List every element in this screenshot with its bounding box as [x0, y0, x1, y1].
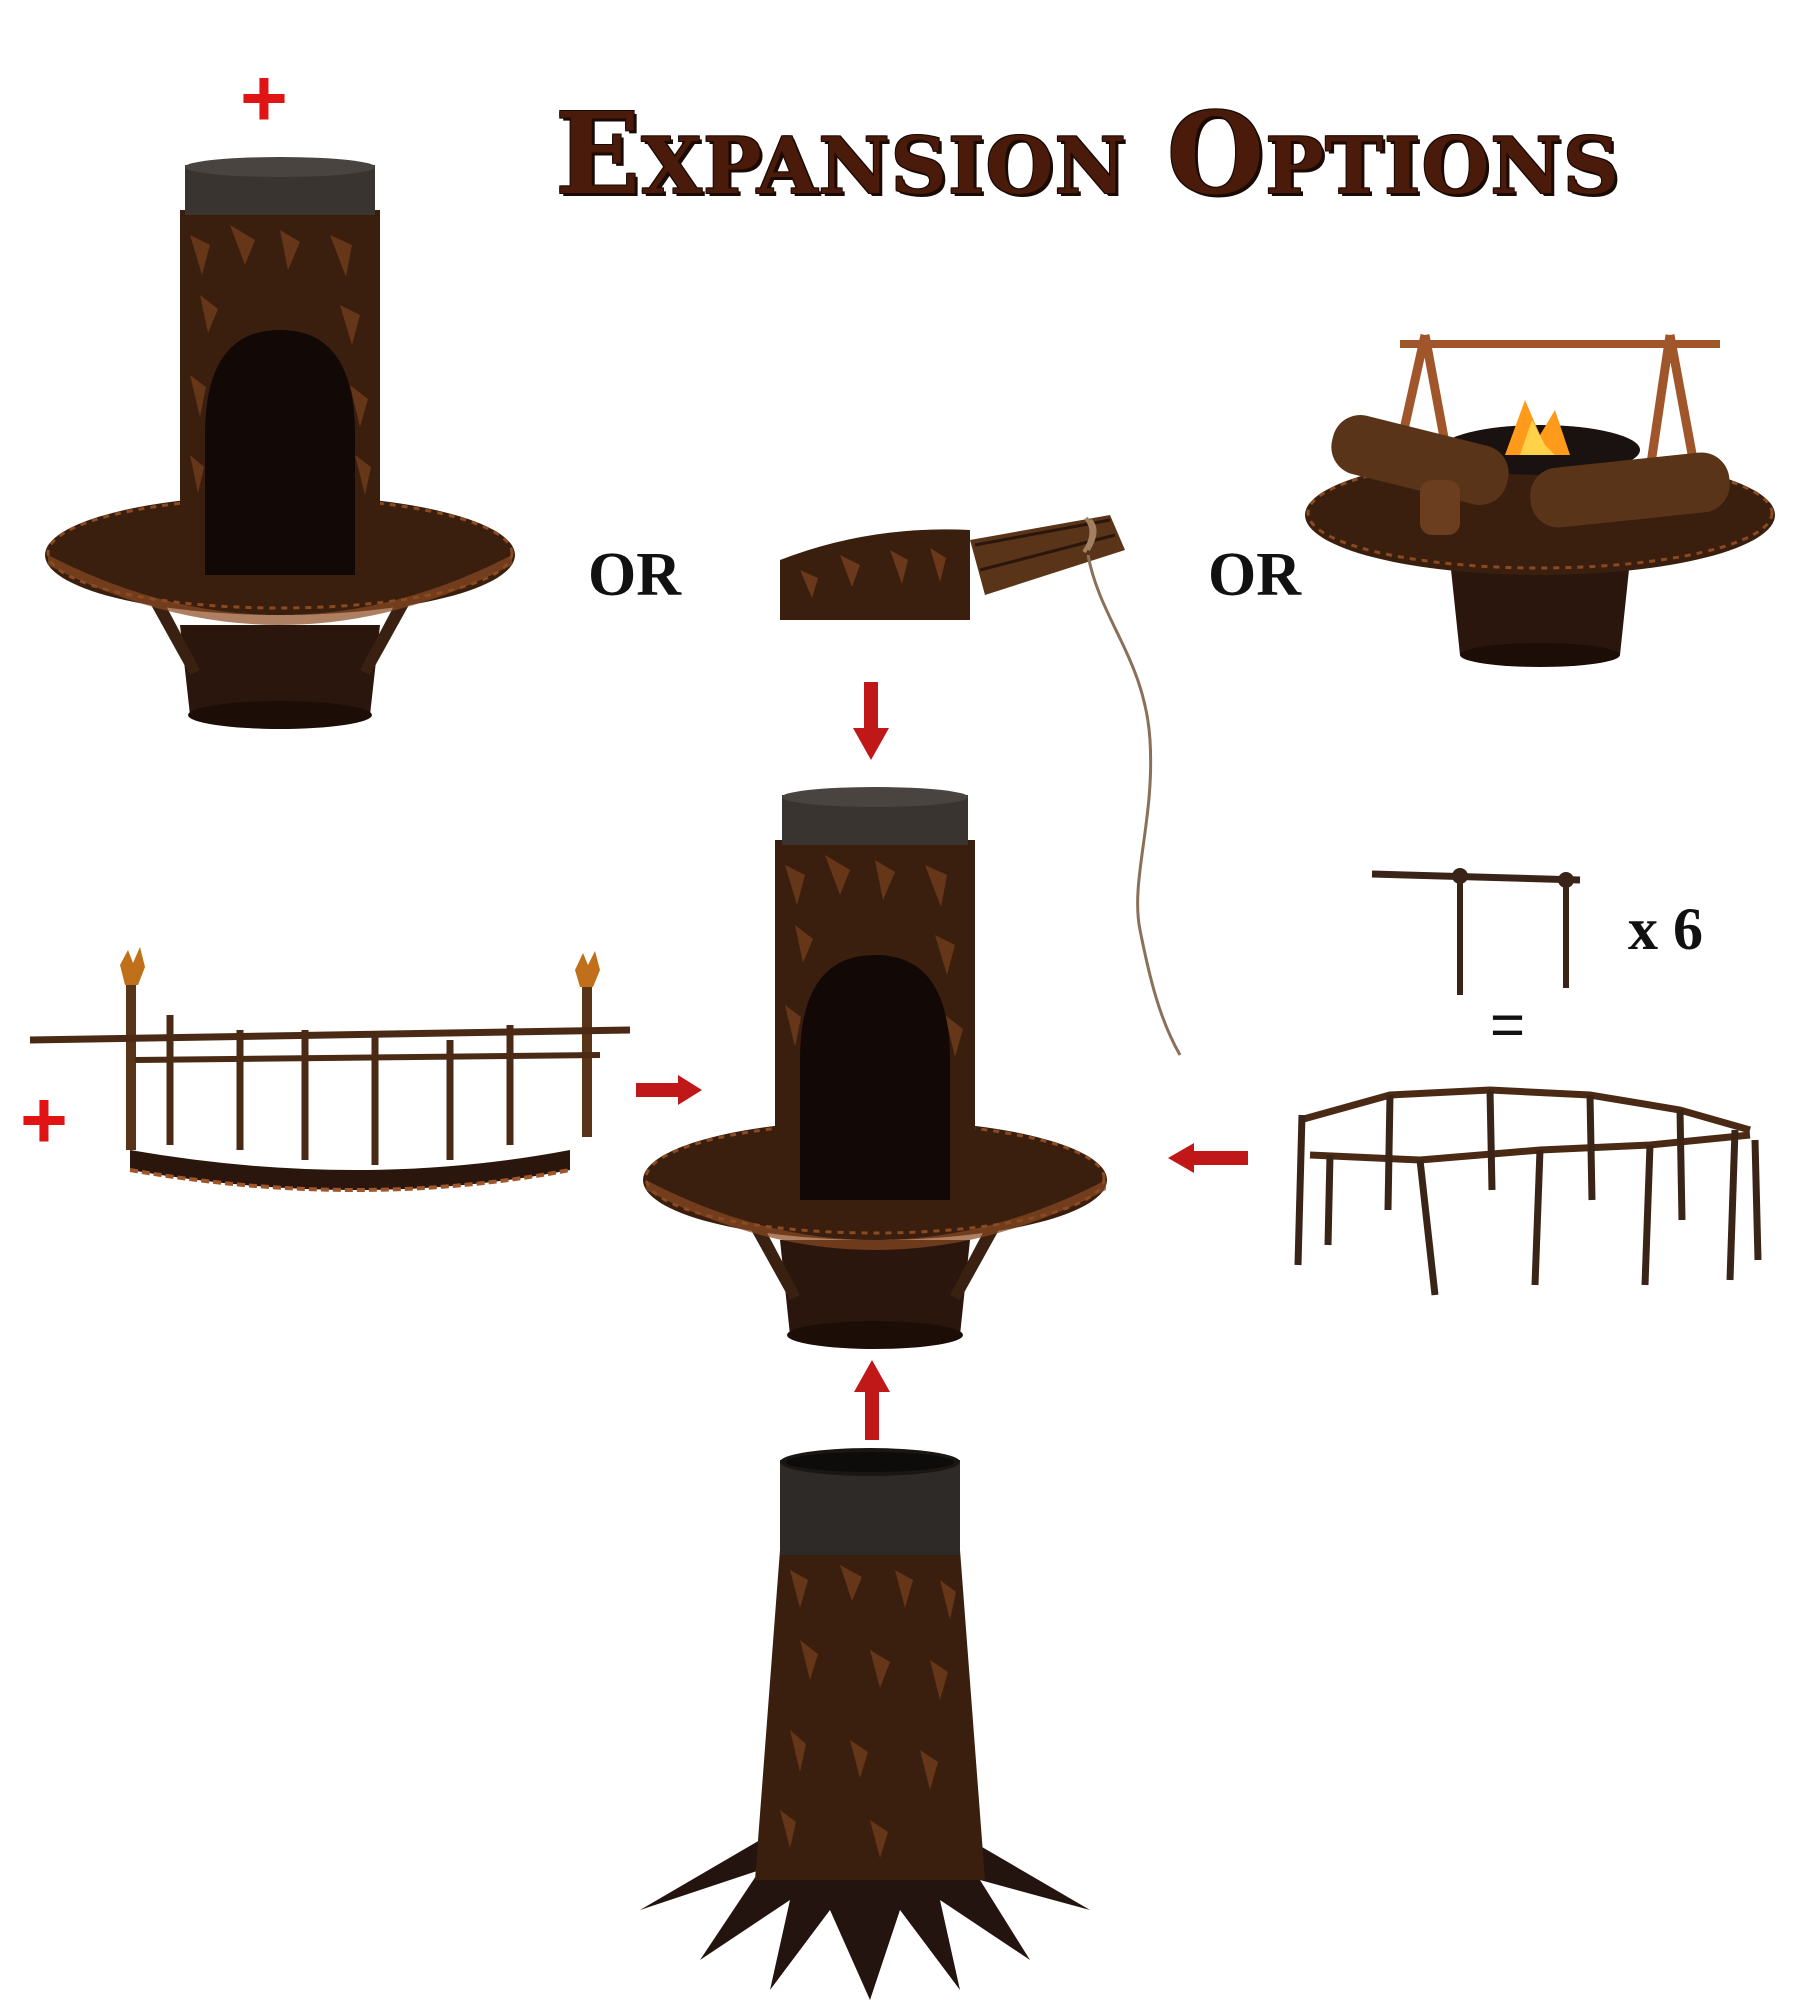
arrow-right-icon: [636, 1075, 702, 1105]
plus-icon-top: +: [240, 53, 288, 144]
equals-sign: =: [1490, 991, 1526, 1058]
or-label-left: OR: [588, 541, 681, 609]
central-tower: [643, 787, 1107, 1349]
or-label-right: OR: [1208, 541, 1301, 609]
circular-fence: [1294, 1086, 1762, 1296]
arrow-down-icon: [853, 682, 889, 760]
arrow-up-icon: [854, 1360, 890, 1440]
tree-trunk-base: [640, 1448, 1090, 2000]
fence-segment: [1371, 868, 1581, 995]
rope-bridge: [29, 947, 631, 1192]
page-title: Expansion Options: [555, 89, 1621, 220]
log-and-rope: [780, 515, 1182, 1056]
campfire-platform: [1305, 334, 1775, 667]
multiplier-label: x 6: [1628, 896, 1703, 962]
arrow-left-icon: [1168, 1143, 1248, 1173]
plus-icon-left: +: [20, 1075, 68, 1166]
tree-tower-top-left: [45, 157, 515, 729]
